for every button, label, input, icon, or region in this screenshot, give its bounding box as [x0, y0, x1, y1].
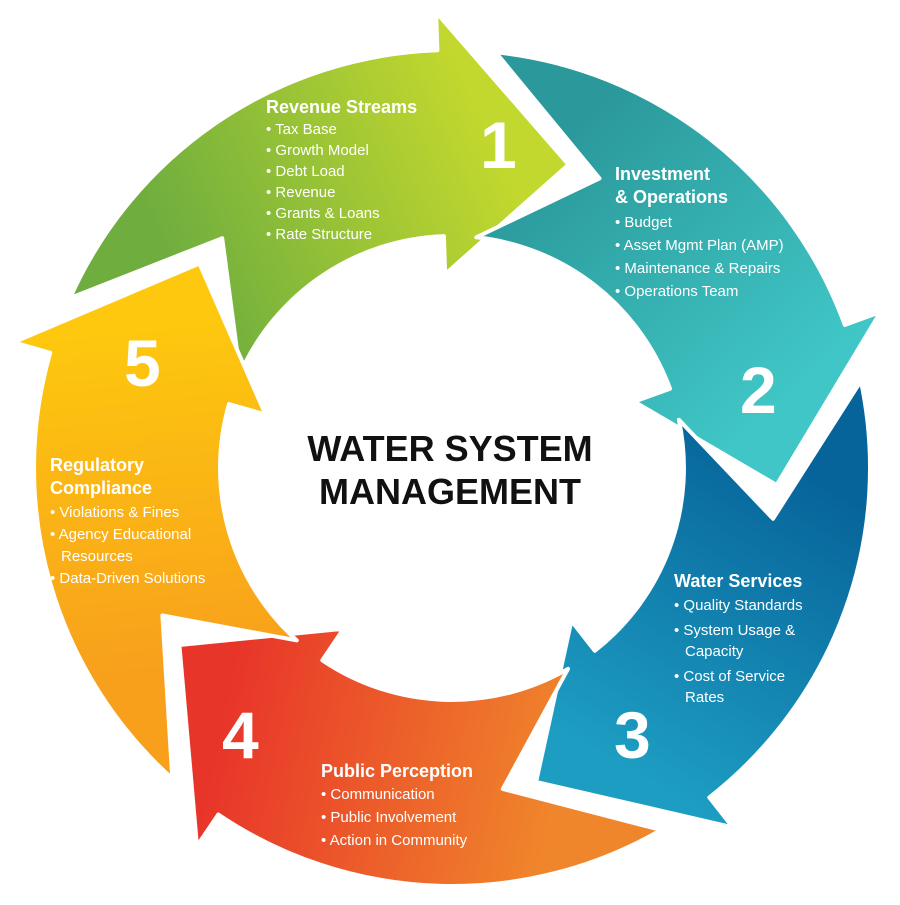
- segment-2-title: Investment: [615, 164, 711, 184]
- segment-2-text: Investment & Operations • Budget • Asset…: [615, 163, 784, 303]
- segment-4-text: Public Perception • Communication • Publ…: [321, 760, 473, 852]
- segment-1-bullet: • Tax Base: [266, 121, 337, 138]
- segment-3-bullet: Capacity: [685, 643, 744, 660]
- segment-2-bullet: • Operations Team: [615, 283, 739, 300]
- segment-1-text: Revenue Streams • Tax Base • Growth Mode…: [266, 96, 417, 245]
- segment-2-number: 2: [740, 353, 777, 427]
- segment-3-bullet: • System Usage &: [674, 622, 796, 639]
- segment-3-bullet: • Cost of Service: [674, 668, 786, 685]
- segment-1-bullet: • Revenue: [266, 184, 336, 201]
- segment-5-bullet: • Agency Educational: [50, 526, 192, 543]
- segment-4-bullet: • Action in Community: [321, 832, 468, 849]
- segment-3-arrow: [534, 379, 873, 830]
- segment-4-number: 4: [222, 698, 259, 772]
- segment-2-bullet: • Asset Mgmt Plan (AMP): [615, 237, 784, 254]
- segment-5-title: Compliance: [50, 478, 153, 498]
- segment-5-title: Regulatory: [50, 455, 145, 475]
- segment-3-bullet: Rates: [685, 689, 725, 706]
- segment-4-title: Public Perception: [321, 761, 474, 781]
- segment-1-bullet: • Debt Load: [266, 163, 345, 180]
- segment-3-bullet: • Quality Standards: [674, 597, 803, 614]
- segment-1-number: 1: [480, 108, 517, 182]
- segment-2-arrow: [474, 50, 883, 487]
- segment-1-bullet: • Grants & Loans: [266, 205, 380, 222]
- segment-1-arrow: [68, 10, 571, 376]
- segment-5-bullet: • Data-Driven Solutions: [50, 570, 206, 587]
- segment-5-bullet: Resources: [61, 548, 133, 565]
- segment-2-title: & Operations: [615, 187, 729, 207]
- segment-4-arrow: [177, 626, 663, 888]
- segment-4-bullet: • Communication: [321, 786, 435, 803]
- segment-3-text: Water Services • Quality Standards • Sys…: [674, 570, 803, 708]
- segment-1-bullet: • Rate Structure: [266, 226, 373, 243]
- diagram-title-line-2: MANAGEMENT: [319, 471, 581, 512]
- segment-2-bullet: • Maintenance & Repairs: [615, 260, 781, 277]
- segment-1-bullet: • Growth Model: [266, 142, 369, 159]
- segment-1-title: Revenue Streams: [266, 97, 418, 117]
- segment-2-bullet: • Budget: [615, 214, 672, 231]
- segment-3-title: Water Services: [674, 571, 803, 591]
- segment-5-number: 5: [124, 326, 161, 400]
- diagram-title-line-1: WATER SYSTEM: [307, 428, 593, 469]
- segment-5-bullet: • Violations & Fines: [50, 504, 180, 521]
- segment-3-number: 3: [614, 698, 651, 772]
- segment-5-arrow: [11, 261, 299, 781]
- segment-5-text: Regulatory Compliance • Violations & Fin…: [50, 454, 205, 590]
- segment-4-bullet: • Public Involvement: [321, 809, 457, 826]
